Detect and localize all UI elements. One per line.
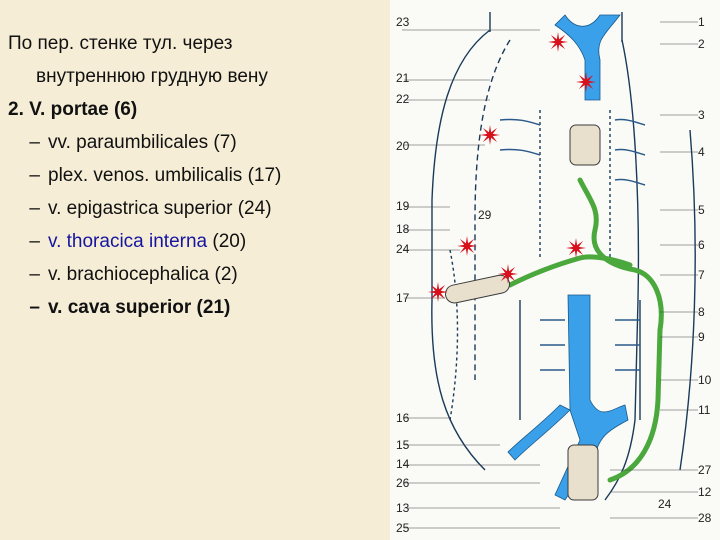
text-line-content: plex. venos. umbilicalis (17) [48,165,282,186]
right-label: 8 [698,305,705,319]
right-label: 10 [698,373,712,387]
text-line-content: По пер. стенке тул. через [8,33,233,54]
left-label: 16 [396,411,410,425]
rib-segments [499,118,646,371]
left-label-group: 23 21 22 20 19 18 24 17 16 15 14 26 13 25 [396,15,410,535]
text-line-content: v. epigastrica superior (24) [48,198,272,219]
text-line: –v. cava superior (21) [0,292,390,323]
right-label: 1 [698,15,705,29]
text-line: 2. V. portae (6) [0,94,390,125]
right-label: 12 [698,485,712,499]
left-label: 24 [396,242,410,256]
text-line-content: v. cava superior (21) [48,297,231,318]
list-dash: – [29,132,40,153]
left-label: 13 [396,501,410,515]
star-marker-icon [548,32,568,52]
right-label: 4 [698,145,705,159]
left-label: 21 [396,71,410,85]
right-label: 11 [698,403,711,417]
star-marker-icon [576,72,596,92]
text-line: –v. epigastrica superior (24) [0,193,390,224]
star-marker-icon [498,264,518,284]
pointer-lines [402,21,698,529]
left-label: 25 [396,521,410,535]
list-dash: – [29,165,40,186]
text-line: –vv. paraumbilicales (7) [0,127,390,158]
right-label: 28 [698,511,712,525]
left-label: 22 [396,92,410,106]
right-label: 27 [698,463,712,477]
inner-label: 29 [478,208,492,222]
organ-shapes [445,124,601,501]
list-dash: – [29,264,40,285]
left-label: 26 [396,476,410,490]
left-label: 20 [396,139,410,153]
text-line: –plex. venos. umbilicalis (17) [0,160,390,191]
star-marker-icon [457,236,477,256]
star-marker-icon [428,282,448,302]
green-anastomosis [507,177,664,483]
left-label: 19 [396,199,410,213]
text-line: внутреннюю грудную вену [0,61,390,92]
text-line: По пер. стенке тул. через [0,28,390,59]
star-marker-icon [480,125,500,145]
right-label: 2 [698,37,705,51]
list-dash: – [29,297,40,318]
left-label: 15 [396,438,410,452]
page-number: 24 [658,497,672,511]
text-line-content: внутреннюю грудную вену [36,66,268,87]
right-label: 5 [698,203,705,217]
text-line: –v. brachiocephalica (2) [0,259,390,290]
left-label: 23 [396,15,410,29]
right-label: 3 [698,108,705,122]
list-dash: – [29,231,40,252]
left-label: 14 [396,457,410,471]
red-star-markers [428,32,596,302]
star-marker-icon [566,238,586,258]
text-line-content: vv. paraumbilicales (7) [48,132,237,153]
left-label: 17 [396,291,410,305]
text-line-content: v. thoracica interna [48,231,208,252]
text-line: –v. thoracica interna (20) [0,226,390,257]
text-line-suffix: (20) [207,231,247,252]
right-label: 9 [698,330,705,344]
text-line-content: 2. V. portae (6) [8,99,138,120]
anatomy-text-block: По пер. стенке тул. через внутреннюю груд… [0,0,390,323]
left-label: 18 [396,222,410,236]
right-label: 7 [698,268,705,282]
text-line-content: v. brachiocephalica (2) [48,264,238,285]
right-label: 6 [698,238,705,252]
list-dash: – [29,198,40,219]
